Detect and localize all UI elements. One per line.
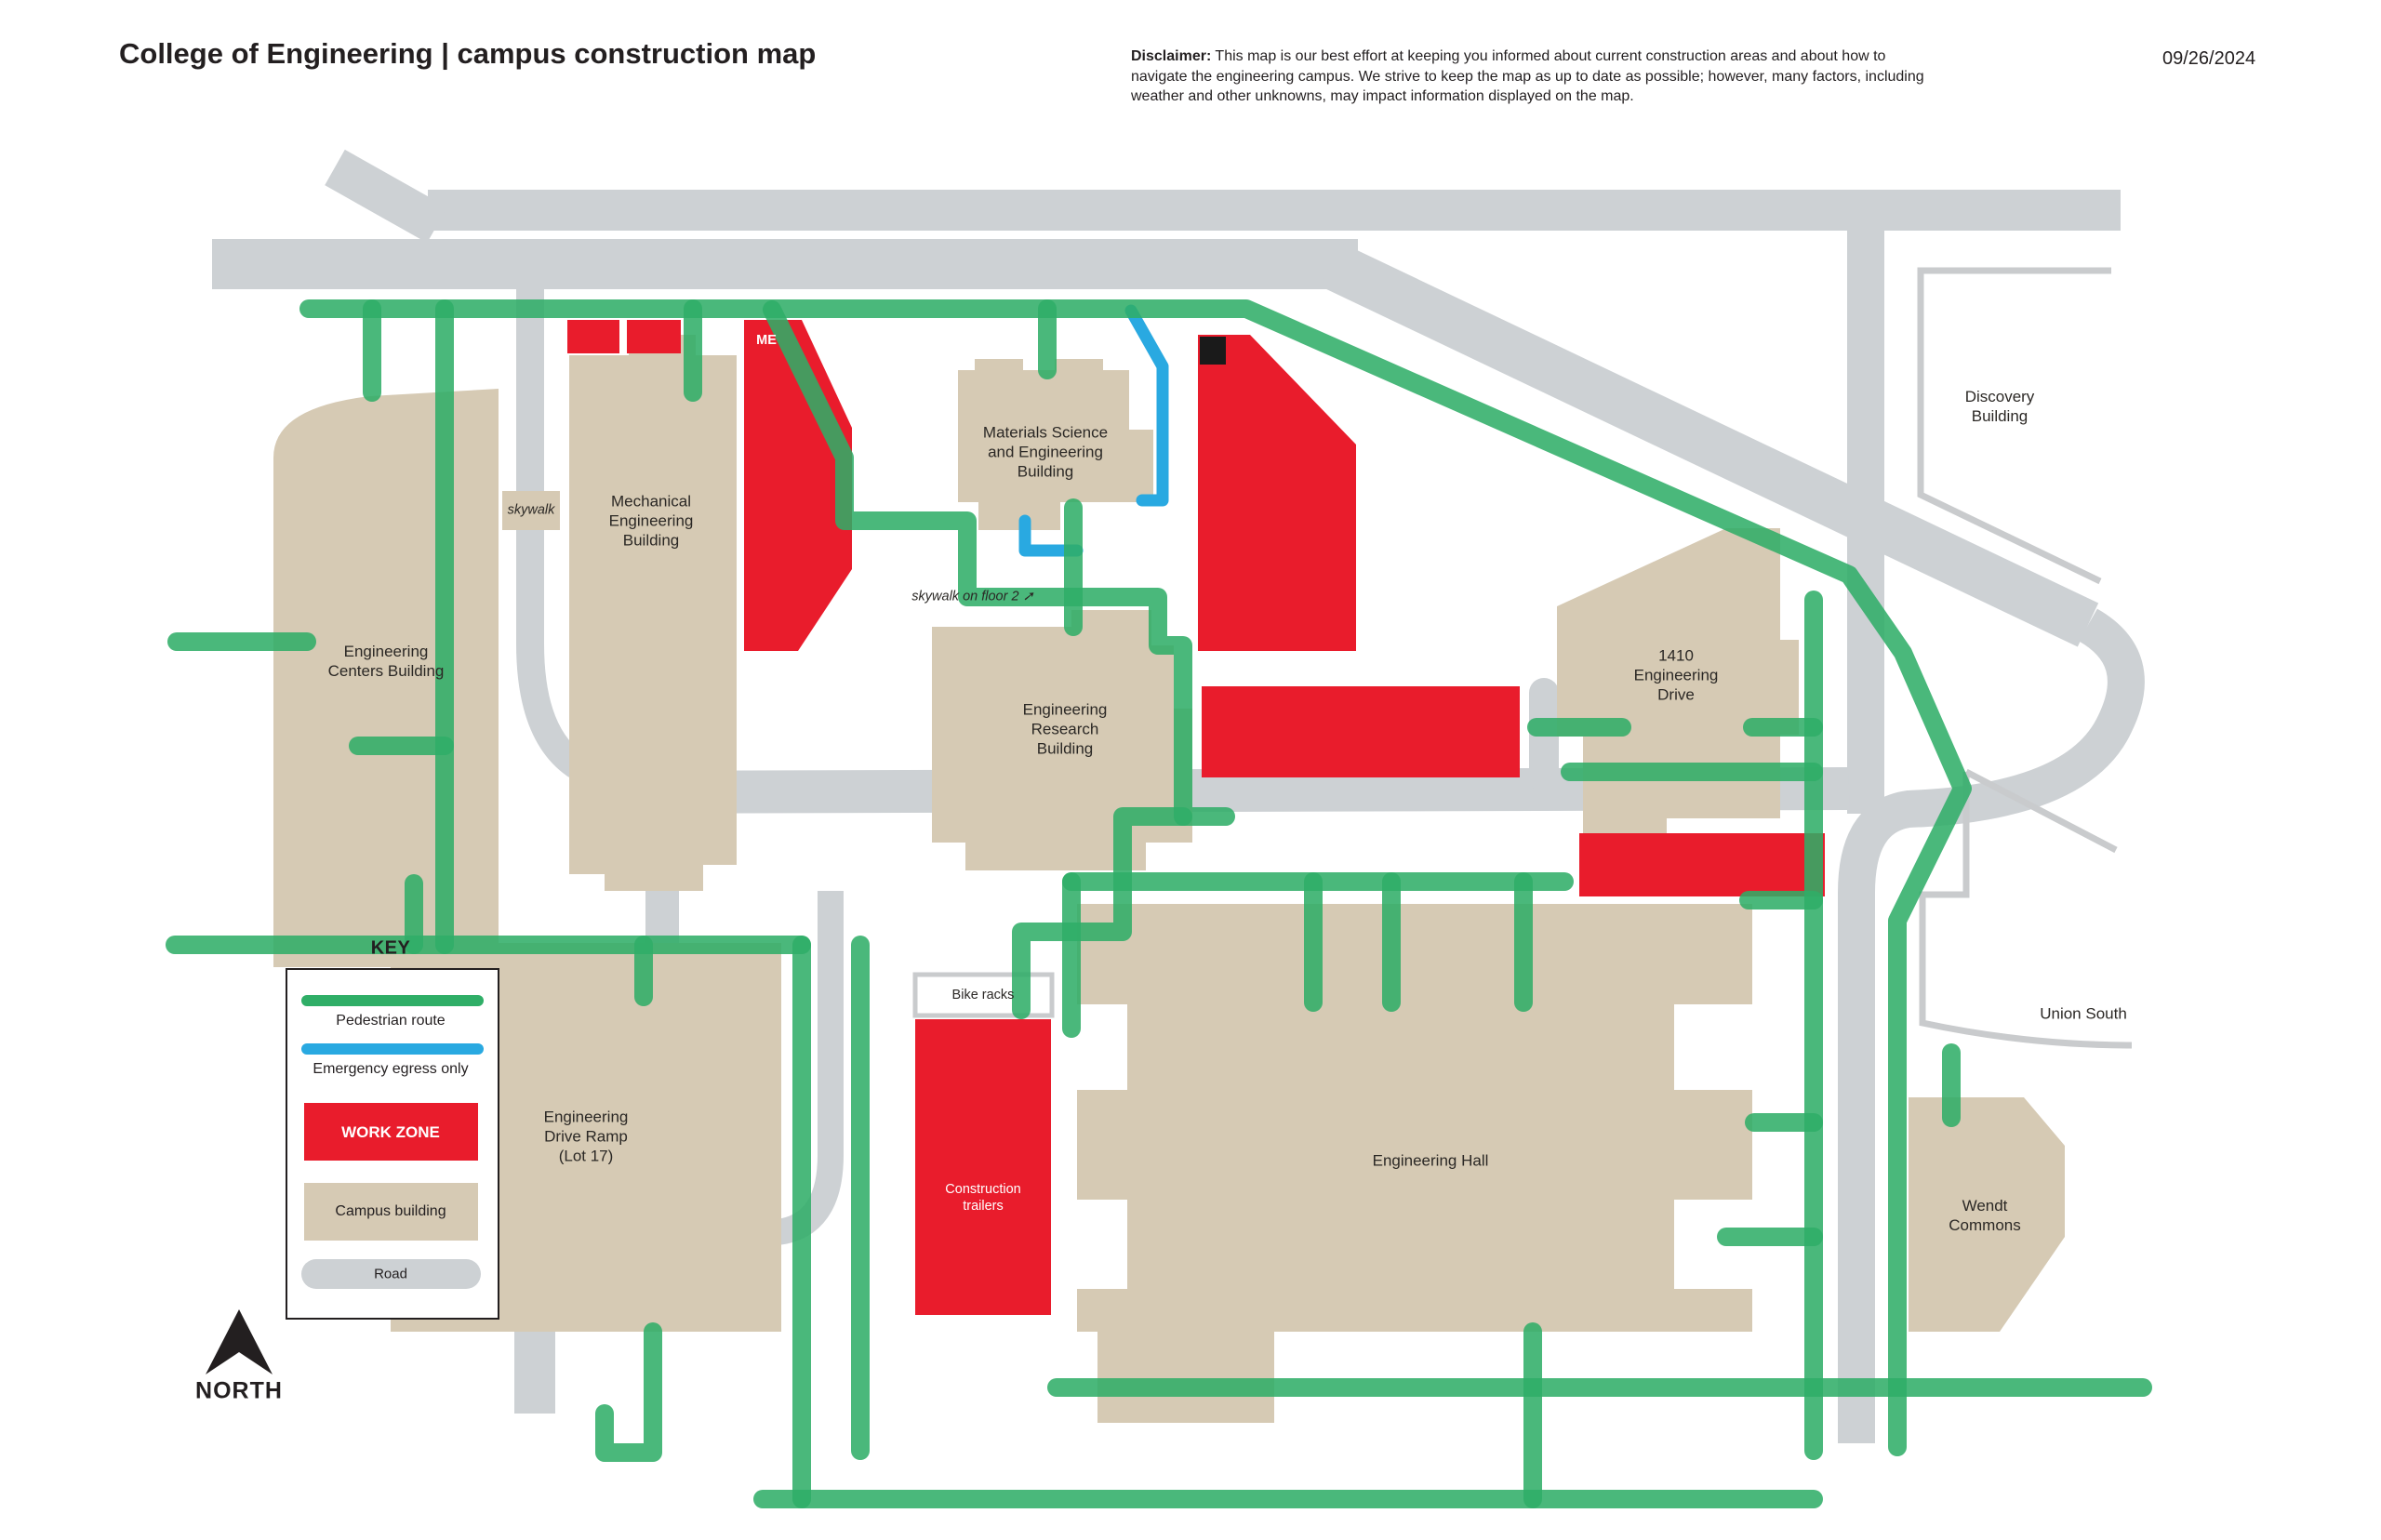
- label-materials-science-building: Materials Science and Engineering Buildi…: [982, 423, 1109, 481]
- road-service-lane: [743, 891, 844, 1247]
- label-1410-engineering-drive: 1410 Engineering Drive: [1633, 646, 1719, 704]
- key-workzone-label: WORK ZONE: [341, 1123, 440, 1141]
- disclaimer-text: This map is our best effort at keeping y…: [1131, 48, 1924, 104]
- route-erb-south-tail: [1012, 807, 1192, 1019]
- egress-route-matsci-east: [1124, 304, 1169, 507]
- key-road-label: Road: [374, 1266, 407, 1282]
- key-title: KEY: [370, 937, 411, 959]
- label-engineering-hall: Engineering Hall: [1372, 1151, 1489, 1170]
- key-egress-label: Emergency egress only: [313, 1061, 469, 1077]
- route-ramp-south-u: [595, 1322, 662, 1462]
- label-me-zone: ME: [756, 333, 777, 348]
- route-main-east: [299, 299, 1972, 1456]
- roads: [212, 149, 2145, 1443]
- label-bike-racks: Bike racks: [951, 988, 1015, 1002]
- disclaimer: Disclaimer: This map is our best effort …: [1131, 46, 1931, 107]
- label-mechanical-engineering-building: Mechanical Engineering Building: [608, 492, 694, 550]
- key-campus-label: Campus building: [335, 1203, 446, 1219]
- label-construction-trailers: Construction trailers: [945, 1182, 1021, 1214]
- pedestrian-routes: [166, 299, 2152, 1508]
- route-erb-loop: [763, 300, 1235, 826]
- key-campus-swatch: [304, 1183, 478, 1241]
- north-arrow-icon: [206, 1309, 273, 1374]
- road-diagonal: [1319, 242, 2099, 647]
- key-box: [206, 968, 499, 1374]
- north-label: NORTH: [195, 1377, 283, 1404]
- work-zone-central: [1202, 686, 1520, 777]
- label-union-south: Union South: [2040, 1004, 2127, 1023]
- egress-route-matsci-south: [1018, 514, 1084, 557]
- label-engineering-centers-building: Engineering Centers Building: [327, 643, 445, 680]
- work-zone-north-of-hall: [1579, 833, 1825, 896]
- road-northwest-branch: [325, 149, 447, 244]
- disclaimer-label: Disclaimer:: [1131, 48, 1212, 64]
- engineering-research-building-shape: [932, 610, 1192, 870]
- label-skywalk: skywalk: [507, 502, 555, 518]
- engineering-hall-shape: [1077, 904, 1752, 1423]
- work-zone-small-1: [567, 320, 619, 353]
- page-title: College of Engineering | campus construc…: [119, 37, 817, 70]
- wendt-commons-shape: [1909, 1097, 2065, 1332]
- outlined-buildings: [1917, 267, 2133, 1049]
- label-engineering-research-building: Engineering Research Building: [1022, 700, 1108, 758]
- work-zone-east-of-matsci: [1198, 335, 1356, 651]
- skywalk-bridge-shape: [502, 491, 560, 530]
- label-wendt-commons: Wendt Commons: [1949, 1197, 2021, 1234]
- discovery-building-outline: [1917, 267, 2111, 585]
- key-workzone-swatch: [304, 1103, 478, 1161]
- union-south-outline: [1919, 768, 2133, 1049]
- label-discovery-building: Discovery Building: [1964, 388, 2035, 425]
- work-zones: [567, 320, 1825, 1315]
- label-engineering-drive-ramp: Engineering Drive Ramp (Lot 17): [543, 1108, 629, 1165]
- work-zone-construction-trailers: [915, 1019, 1051, 1315]
- mechanical-engineering-building-shape: [569, 335, 737, 891]
- emergency-egress-routes: [1018, 304, 1169, 557]
- key-road-swatch: [301, 1259, 481, 1289]
- map-date: 09/26/2024: [2162, 48, 2256, 69]
- work-zone-small-2: [627, 320, 681, 353]
- materials-science-building-shape: [958, 359, 1153, 530]
- doorway-marker: [1200, 337, 1226, 365]
- key-pedestrian-label: Pedestrian route: [336, 1013, 446, 1029]
- label-skywalk-floor2: skywalk on floor 2 ➚: [911, 589, 1034, 604]
- road-curve-south: [1838, 608, 2145, 1443]
